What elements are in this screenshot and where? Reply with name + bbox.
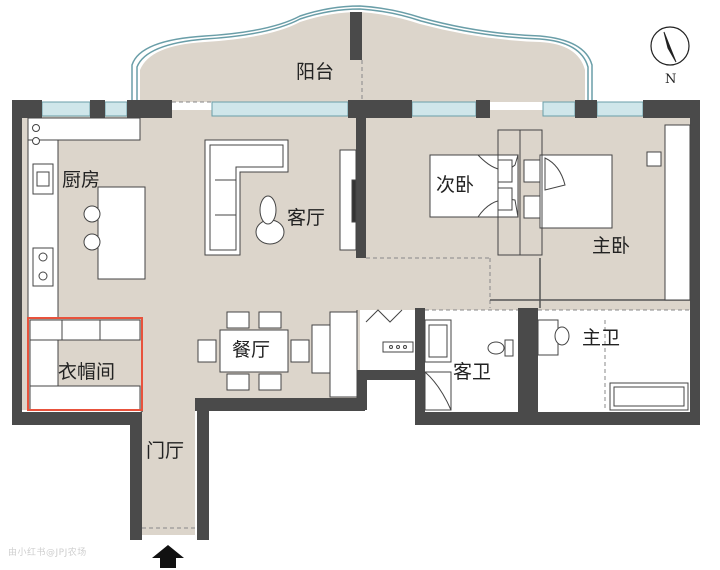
bar-stool xyxy=(83,233,101,251)
balcony-floor xyxy=(140,12,585,102)
folding-door xyxy=(365,309,403,323)
wall-utility-bottom xyxy=(357,370,415,380)
compass-north-label: N xyxy=(665,72,676,87)
stove xyxy=(32,247,54,287)
living xyxy=(204,139,357,256)
kitchen-island xyxy=(97,186,146,280)
wall-foyer-right xyxy=(197,398,209,540)
wall-left xyxy=(12,100,22,425)
wall-top-seg-2 xyxy=(90,100,105,118)
nightstand xyxy=(646,151,662,167)
wall-top-seg-4 xyxy=(348,100,412,118)
kitchen-counter xyxy=(27,117,59,319)
walls xyxy=(12,12,700,540)
closet xyxy=(29,319,141,411)
wall-bottom-mid xyxy=(195,398,365,411)
label-second-bedroom: 次卧 xyxy=(436,174,474,196)
sofa xyxy=(204,139,289,256)
compass: N xyxy=(650,26,690,87)
foyer-floor xyxy=(140,395,195,535)
wall-utility-left xyxy=(357,370,367,410)
bar-stool xyxy=(83,205,101,223)
wall-bottom-right xyxy=(415,412,700,425)
chair xyxy=(258,373,282,391)
guest-toilet xyxy=(487,341,505,355)
wall-top-seg-7 xyxy=(643,100,700,118)
wall-right xyxy=(690,100,700,425)
chair xyxy=(290,339,310,363)
wall-balcony-pillar xyxy=(350,12,362,60)
label-guest-bath: 客卫 xyxy=(453,361,491,383)
wall-bath-left xyxy=(415,308,425,418)
dining-table xyxy=(219,329,289,373)
wall-top-seg-3 xyxy=(127,100,172,118)
label-master-bath: 主卫 xyxy=(582,327,620,349)
wall-bath-divider xyxy=(518,308,538,420)
watermark: 由小红书@JPJ农场 xyxy=(8,548,87,558)
sideboard xyxy=(311,324,333,374)
label-balcony: 阳台 xyxy=(296,61,334,83)
label-foyer: 门厅 xyxy=(146,440,184,462)
wall-living-bedroom xyxy=(356,118,366,258)
wall-foyer-left xyxy=(130,412,142,540)
closet-highlight xyxy=(27,317,143,411)
utility xyxy=(365,309,414,353)
cabinet xyxy=(329,311,358,398)
label-walk-in-closet: 衣帽间 xyxy=(58,361,115,383)
bathrooms xyxy=(424,319,689,411)
master-toilet xyxy=(554,326,570,346)
master-wardrobe xyxy=(664,124,691,301)
dining xyxy=(197,310,358,398)
chair xyxy=(226,373,250,391)
wall-top-seg-5 xyxy=(476,100,490,118)
balcony-window xyxy=(131,5,593,102)
guest-vanity xyxy=(424,371,452,411)
chair xyxy=(197,339,217,363)
label-dining: 餐厅 xyxy=(232,339,270,361)
chair xyxy=(258,311,282,329)
label-kitchen: 厨房 xyxy=(62,169,100,191)
bedrooms xyxy=(429,124,691,301)
chair xyxy=(226,311,250,329)
kitchen xyxy=(27,117,146,319)
label-living: 客厅 xyxy=(287,207,325,229)
wall-top-seg-6 xyxy=(575,100,597,118)
label-master-bedroom: 主卧 xyxy=(592,235,630,257)
thresholds xyxy=(142,60,690,529)
entrance-arrow-icon xyxy=(152,545,184,568)
wall-bottom-left xyxy=(12,412,142,425)
washer xyxy=(382,341,414,353)
kitchen-counter-top xyxy=(27,117,141,141)
